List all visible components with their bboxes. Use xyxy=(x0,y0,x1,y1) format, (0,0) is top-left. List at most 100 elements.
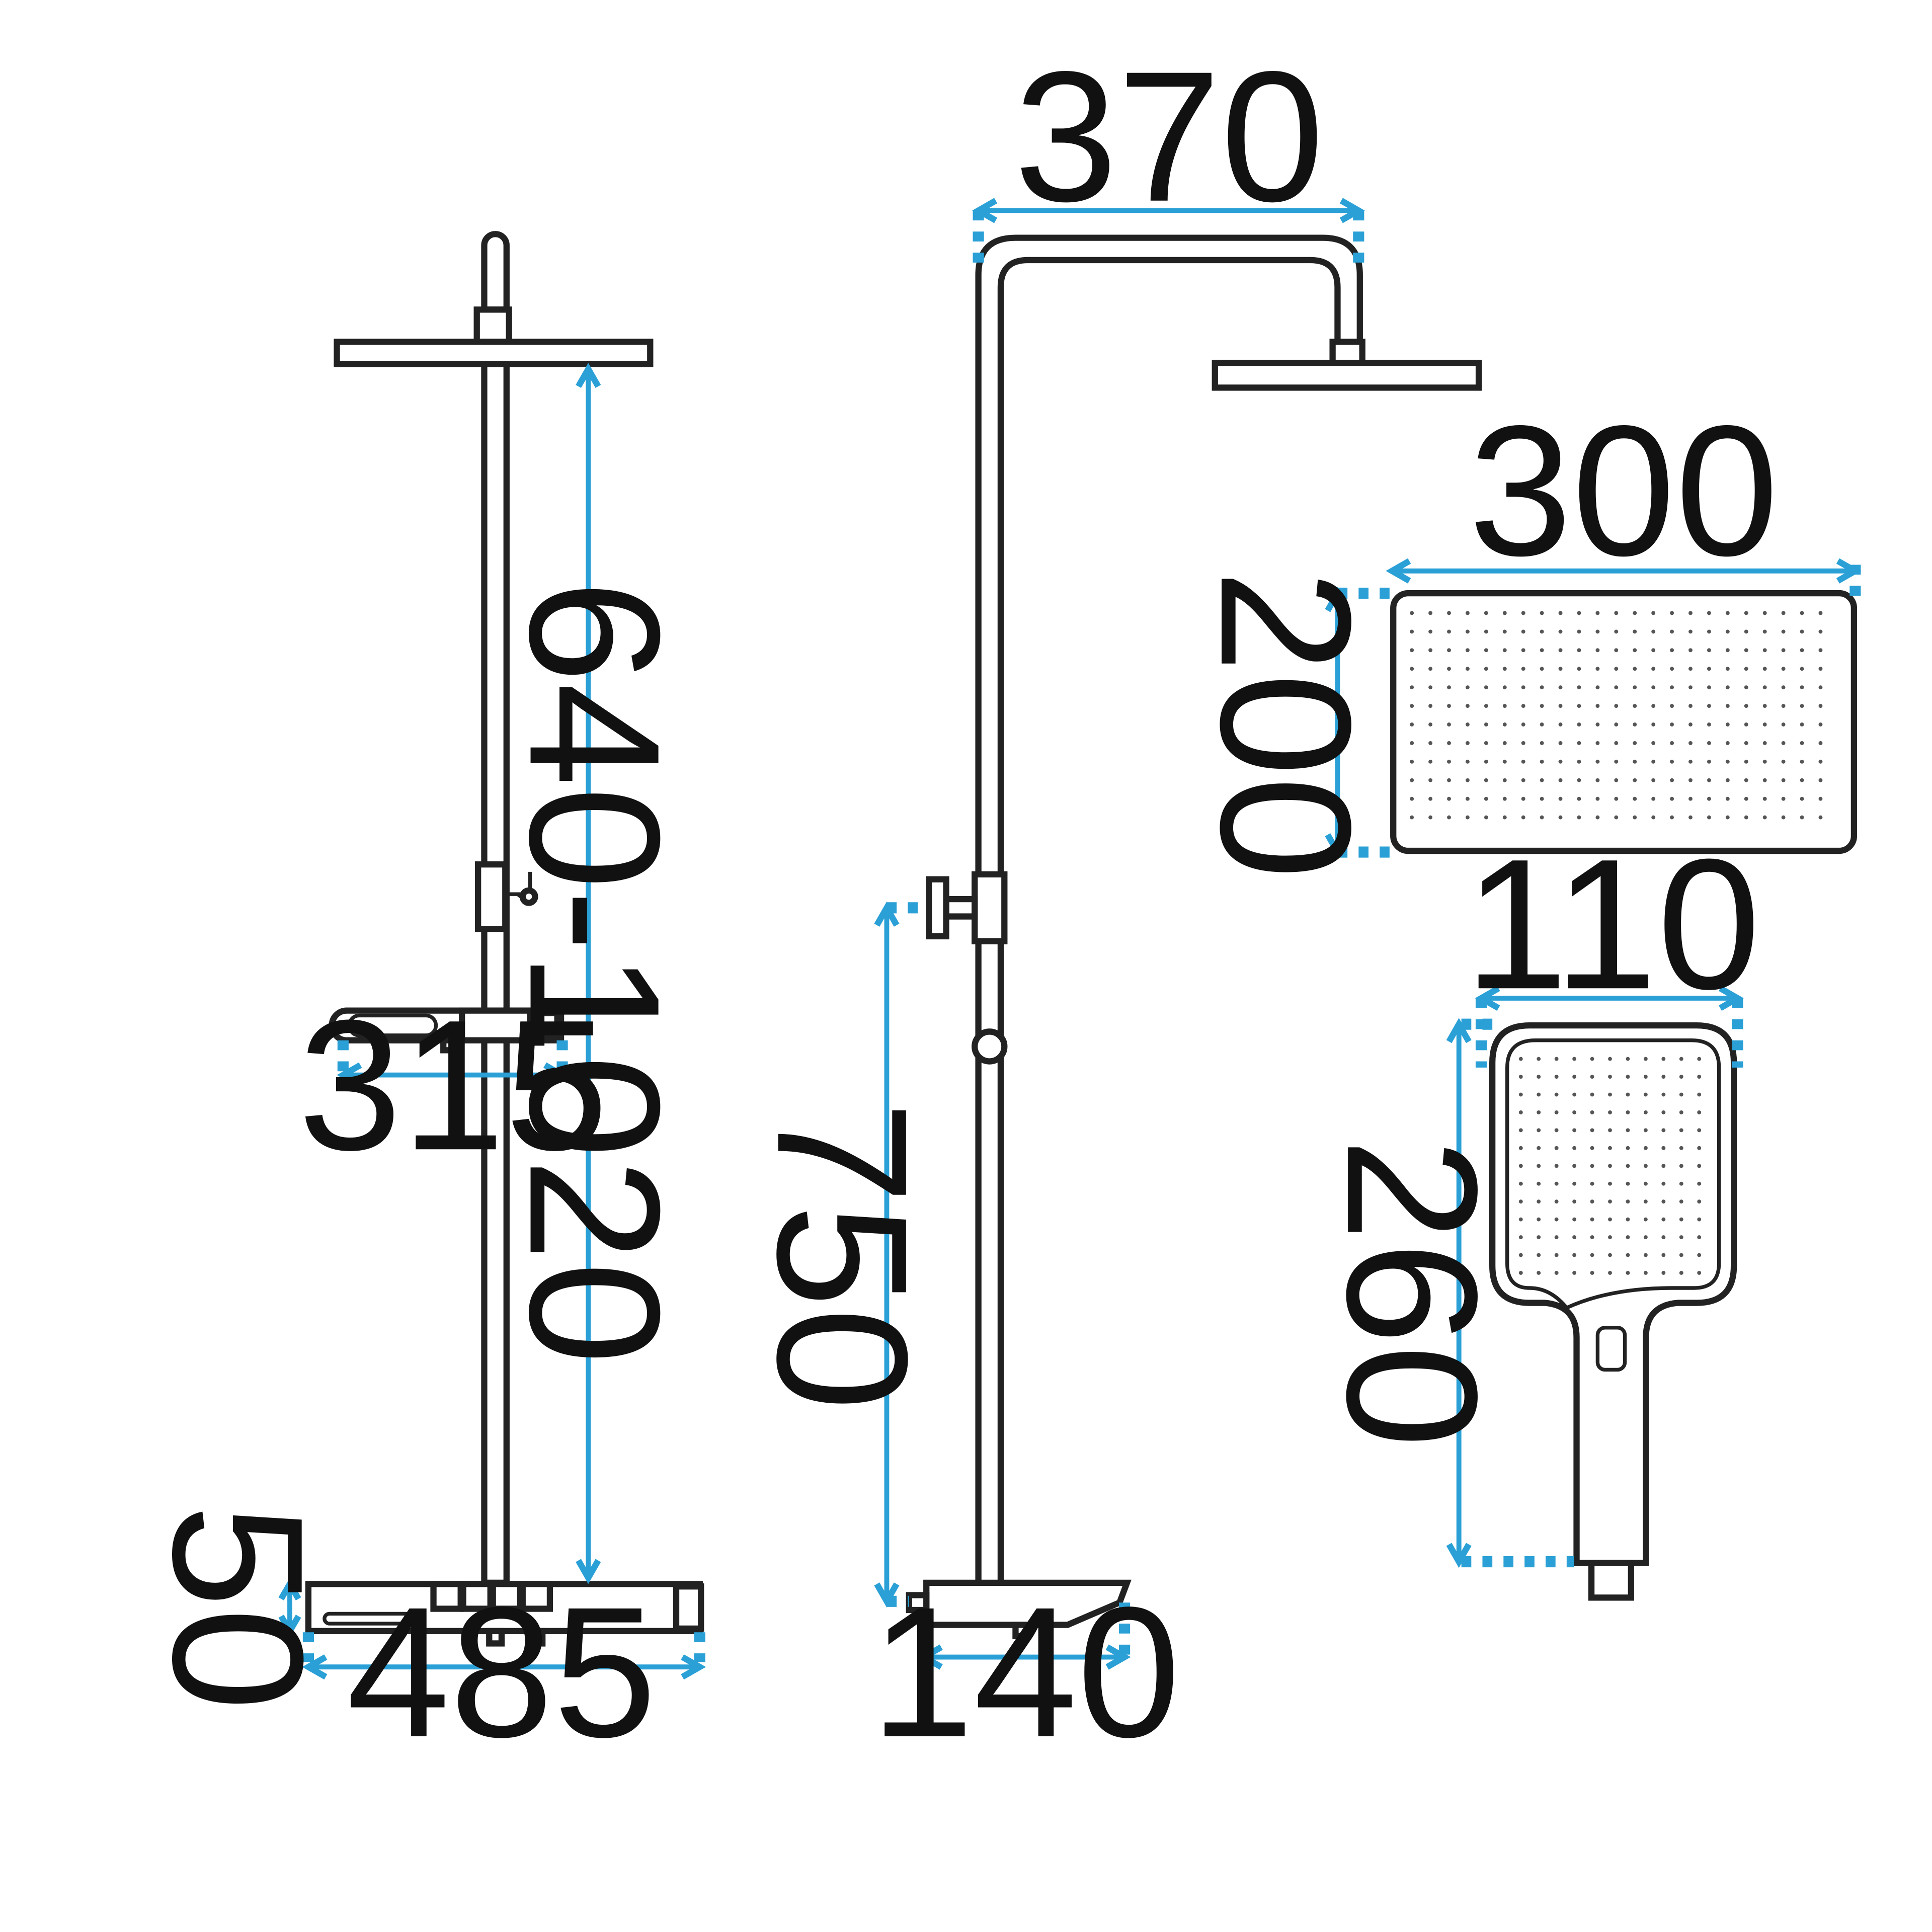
overhead-nozzle xyxy=(1465,648,1470,653)
overhead-nozzle xyxy=(1558,704,1563,708)
overhead-nozzle xyxy=(1781,778,1786,782)
overhead-nozzle xyxy=(1707,685,1711,690)
hand-nozzle xyxy=(1697,1146,1702,1150)
hand-nozzle xyxy=(1679,1075,1683,1079)
front-top-rod xyxy=(481,231,510,313)
overhead-nozzle xyxy=(1614,648,1619,653)
hand-nozzle xyxy=(1572,1164,1577,1168)
dim-arrows-mixer-width xyxy=(302,1654,706,1680)
overhead-nozzle xyxy=(1670,629,1674,634)
hand-nozzle xyxy=(1643,1199,1648,1204)
overhead-nozzle xyxy=(1651,722,1656,727)
hand-nozzle xyxy=(1661,1092,1666,1097)
overhead-nozzle xyxy=(1707,611,1711,615)
hand-nozzle xyxy=(1590,1164,1594,1168)
hand-nozzle xyxy=(1554,1128,1559,1133)
hand-nozzle xyxy=(1537,1146,1541,1150)
overhead-nozzle xyxy=(1762,611,1767,615)
overhead-nozzle xyxy=(1762,704,1767,708)
hand-nozzle xyxy=(1697,1164,1702,1168)
overhead-nozzle xyxy=(1818,796,1823,801)
overhead-nozzle xyxy=(1447,704,1451,708)
hand-nozzle xyxy=(1608,1110,1612,1114)
overhead-nozzle xyxy=(1633,648,1637,653)
hand-nozzle xyxy=(1572,1128,1577,1133)
overhead-nozzle xyxy=(1447,796,1451,801)
overhead-nozzle xyxy=(1707,648,1711,653)
overhead-nozzle xyxy=(1465,629,1470,634)
dim-arrows-hand-width xyxy=(1475,985,1744,1011)
overhead-nozzle xyxy=(1762,648,1767,653)
overhead-shower-plate: 300 200 xyxy=(1182,387,1862,879)
hand-nozzle xyxy=(1608,1217,1612,1222)
overhead-nozzle xyxy=(1670,611,1674,615)
hand-shower-button[interactable] xyxy=(1595,1326,1627,1372)
overhead-nozzle xyxy=(1502,611,1507,615)
overhead-nozzle xyxy=(1595,685,1600,690)
front-mixer-button-3[interactable] xyxy=(490,1581,523,1612)
overhead-nozzle xyxy=(1540,778,1544,782)
overhead-nozzle xyxy=(1447,629,1451,634)
hand-nozzle xyxy=(1590,1146,1594,1150)
overhead-nozzle xyxy=(1577,796,1581,801)
overhead-nozzle xyxy=(1725,667,1730,671)
overhead-nozzle xyxy=(1521,648,1525,653)
overhead-nozzle xyxy=(1781,741,1786,745)
hand-nozzle xyxy=(1679,1181,1683,1186)
overhead-nozzle xyxy=(1670,759,1674,764)
overhead-nozzle xyxy=(1800,759,1804,764)
overhead-nozzle xyxy=(1521,778,1525,782)
side-riser-inner xyxy=(997,257,1341,1583)
overhead-nozzle xyxy=(1688,778,1693,782)
overhead-nozzle xyxy=(1670,648,1674,653)
overhead-nozzle xyxy=(1410,722,1414,727)
overhead-nozzle xyxy=(1800,611,1804,615)
front-mixer-button-4[interactable] xyxy=(519,1581,553,1612)
overhead-nozzle xyxy=(1707,722,1711,727)
overhead-nozzle xyxy=(1670,815,1674,820)
overhead-nozzle xyxy=(1521,796,1525,801)
overhead-nozzle xyxy=(1651,648,1656,653)
hand-nozzle xyxy=(1679,1217,1683,1222)
front-mixer-knurl xyxy=(673,1583,704,1632)
overhead-nozzle xyxy=(1781,629,1786,634)
overhead-nozzle xyxy=(1465,685,1470,690)
overhead-nozzle xyxy=(1725,796,1730,801)
overhead-nozzle xyxy=(1818,648,1823,653)
overhead-nozzle xyxy=(1818,722,1823,727)
hand-nozzle xyxy=(1554,1164,1559,1168)
overhead-nozzle xyxy=(1818,704,1823,708)
overhead-nozzle xyxy=(1651,629,1656,634)
overhead-nozzle xyxy=(1688,611,1693,615)
overhead-nozzle xyxy=(1818,685,1823,690)
hand-nozzle xyxy=(1661,1146,1666,1150)
hand-nozzle xyxy=(1554,1057,1559,1061)
hand-nozzle xyxy=(1537,1217,1541,1222)
overhead-nozzle xyxy=(1484,778,1488,782)
overhead-nozzle xyxy=(1577,704,1581,708)
overhead-nozzle xyxy=(1725,629,1730,634)
hand-nozzle xyxy=(1537,1253,1541,1257)
overhead-nozzle xyxy=(1818,741,1823,745)
hand-nozzle xyxy=(1697,1128,1702,1133)
hand-nozzle xyxy=(1537,1128,1541,1133)
overhead-nozzle xyxy=(1428,667,1433,671)
overhead-nozzle xyxy=(1725,759,1730,764)
overhead-nozzle xyxy=(1558,722,1563,727)
overhead-nozzle xyxy=(1447,778,1451,782)
hand-nozzle xyxy=(1518,1092,1523,1097)
overhead-nozzle xyxy=(1428,685,1433,690)
hand-nozzle xyxy=(1608,1146,1612,1150)
overhead-nozzle xyxy=(1762,759,1767,764)
overhead-nozzle xyxy=(1484,704,1488,708)
hand-nozzle xyxy=(1537,1057,1541,1061)
overhead-nozzle xyxy=(1744,796,1748,801)
hand-nozzle xyxy=(1590,1217,1594,1222)
overhead-nozzle xyxy=(1484,611,1488,615)
overhead-nozzle xyxy=(1540,796,1544,801)
overhead-nozzle xyxy=(1725,685,1730,690)
hand-nozzle xyxy=(1554,1271,1559,1275)
hand-nozzle xyxy=(1554,1092,1559,1097)
hand-nozzle xyxy=(1697,1075,1702,1079)
